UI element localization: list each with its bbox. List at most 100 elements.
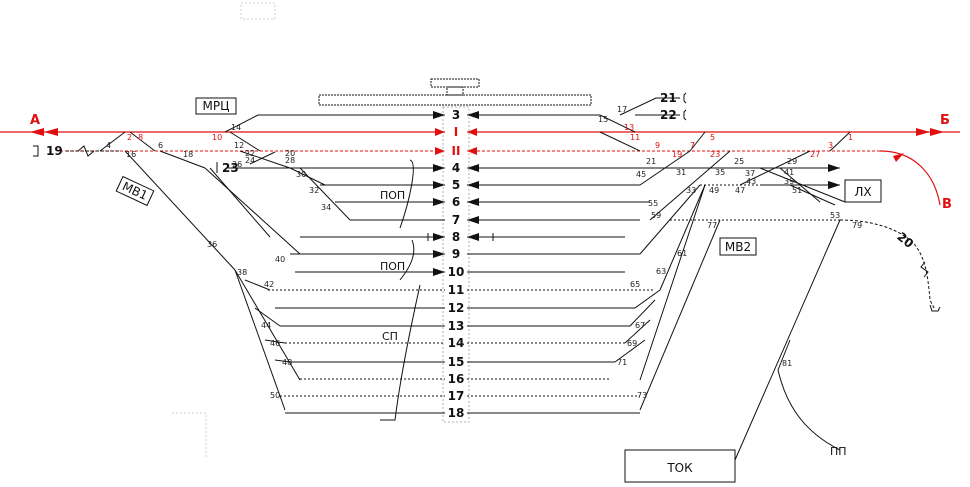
track-label-6: 6 <box>452 195 460 209</box>
svg-text:61: 61 <box>677 249 687 258</box>
svg-text:35: 35 <box>715 168 725 177</box>
svg-text:55: 55 <box>648 199 658 208</box>
direction-v: В <box>942 197 952 212</box>
track-label-14: 14 <box>448 336 465 350</box>
track-label-16: 16 <box>448 372 465 386</box>
switch-numbers-right: 17 15 13 11 9 7 5 3 1 19 21 23 25 27 29 … <box>598 105 862 400</box>
svg-text:41: 41 <box>784 168 794 177</box>
area-lh: ЛХ <box>854 185 871 199</box>
svg-text:32: 32 <box>309 186 319 195</box>
left-ladder <box>99 131 351 411</box>
svg-text:39: 39 <box>784 177 794 186</box>
track-number-column <box>442 106 470 423</box>
svg-text:47: 47 <box>735 186 745 195</box>
svg-text:28: 28 <box>285 156 295 165</box>
track-label-7: 7 <box>452 213 460 227</box>
pop-curve-1 <box>399 159 414 229</box>
track-3 <box>224 114 636 133</box>
svg-text:17: 17 <box>617 105 627 114</box>
svg-text:51: 51 <box>792 186 802 195</box>
svg-text:7: 7 <box>690 141 695 150</box>
svg-text:6: 6 <box>158 141 163 150</box>
track-label-10: 10 <box>448 265 465 279</box>
svg-text:3: 3 <box>828 141 833 150</box>
area-pp: ПП <box>830 445 847 458</box>
svg-text:48: 48 <box>282 358 292 367</box>
track-label-1: I <box>454 125 458 139</box>
svg-text:59: 59 <box>651 211 661 220</box>
area-mrc: МРЦ <box>203 99 230 113</box>
track-label-4: 4 <box>452 161 460 175</box>
track-label-19: 19 <box>46 144 63 158</box>
tracks-21-22 <box>619 92 687 121</box>
track-label-8: 8 <box>452 230 460 244</box>
track-label-5: 5 <box>452 178 460 192</box>
svg-text:19: 19 <box>672 150 682 159</box>
area-pop-2: ПОП <box>380 260 405 273</box>
svg-text:49: 49 <box>709 186 719 195</box>
sp-curve <box>380 284 421 421</box>
track-label-17: 17 <box>448 389 465 403</box>
svg-text:20: 20 <box>285 149 295 158</box>
direction-a: А <box>30 113 40 128</box>
track-label-20: 20 <box>894 229 916 250</box>
track-pp-curve <box>777 369 841 451</box>
lh-yard <box>760 167 840 206</box>
track-label-9: 9 <box>452 247 460 261</box>
svg-text:46: 46 <box>270 339 280 348</box>
svg-text:53: 53 <box>830 211 840 220</box>
svg-text:22: 22 <box>245 149 255 158</box>
svg-text:36: 36 <box>207 240 217 249</box>
track-label-23: 23 <box>222 161 239 175</box>
placeholder-box-bottom <box>172 412 207 458</box>
mrc-box <box>195 97 237 115</box>
switch-numbers-left: 14 10 12 4 2 8 6 16 18 22 24 26 20 28 30… <box>106 123 331 400</box>
right-ladder <box>599 131 851 461</box>
svg-text:14: 14 <box>231 123 241 132</box>
svg-text:33: 33 <box>686 186 696 195</box>
svg-text:44: 44 <box>261 321 271 330</box>
direction-b: Б <box>940 113 950 128</box>
svg-text:29: 29 <box>787 157 797 166</box>
svg-text:30: 30 <box>296 170 306 179</box>
svg-text:24: 24 <box>245 156 255 165</box>
area-mv2: МВ2 <box>725 240 751 254</box>
lh-box <box>844 179 882 203</box>
svg-text:26: 26 <box>232 160 242 169</box>
area-sp: СП <box>382 330 398 343</box>
svg-text:8: 8 <box>138 133 143 142</box>
track-label-15: 15 <box>448 355 465 369</box>
track-20-curve <box>839 219 936 311</box>
tok-box <box>624 449 736 483</box>
branch-curve-v <box>879 150 941 206</box>
svg-text:27: 27 <box>810 150 820 159</box>
svg-text:79: 79 <box>852 221 862 230</box>
svg-text:37: 37 <box>745 169 755 178</box>
svg-text:71: 71 <box>617 358 627 367</box>
svg-text:69: 69 <box>627 339 637 348</box>
area-tok: ТОК <box>666 461 693 475</box>
yard-tracks <box>228 167 840 414</box>
track-label-2: II <box>452 144 461 158</box>
svg-text:65: 65 <box>630 280 640 289</box>
main-track-end-arrows <box>30 128 944 155</box>
branch-arrow <box>893 153 904 162</box>
svg-text:12: 12 <box>234 141 244 150</box>
area-pop-1: ПОП <box>380 189 405 202</box>
svg-text:43: 43 <box>746 177 756 186</box>
track-label-11: 11 <box>448 283 465 297</box>
svg-text:13: 13 <box>624 123 634 132</box>
track-label-3: 3 <box>452 108 460 122</box>
svg-text:45: 45 <box>636 170 646 179</box>
svg-text:67: 67 <box>635 321 645 330</box>
svg-text:23: 23 <box>710 150 720 159</box>
yard-track-arrows <box>433 164 840 276</box>
svg-text:50: 50 <box>270 391 280 400</box>
placeholder-box-top <box>240 2 276 20</box>
svg-text:5: 5 <box>710 133 715 142</box>
svg-text:42: 42 <box>264 280 274 289</box>
track-label-22: 22 <box>660 108 677 122</box>
svg-text:34: 34 <box>321 203 331 212</box>
station-building <box>318 78 592 106</box>
